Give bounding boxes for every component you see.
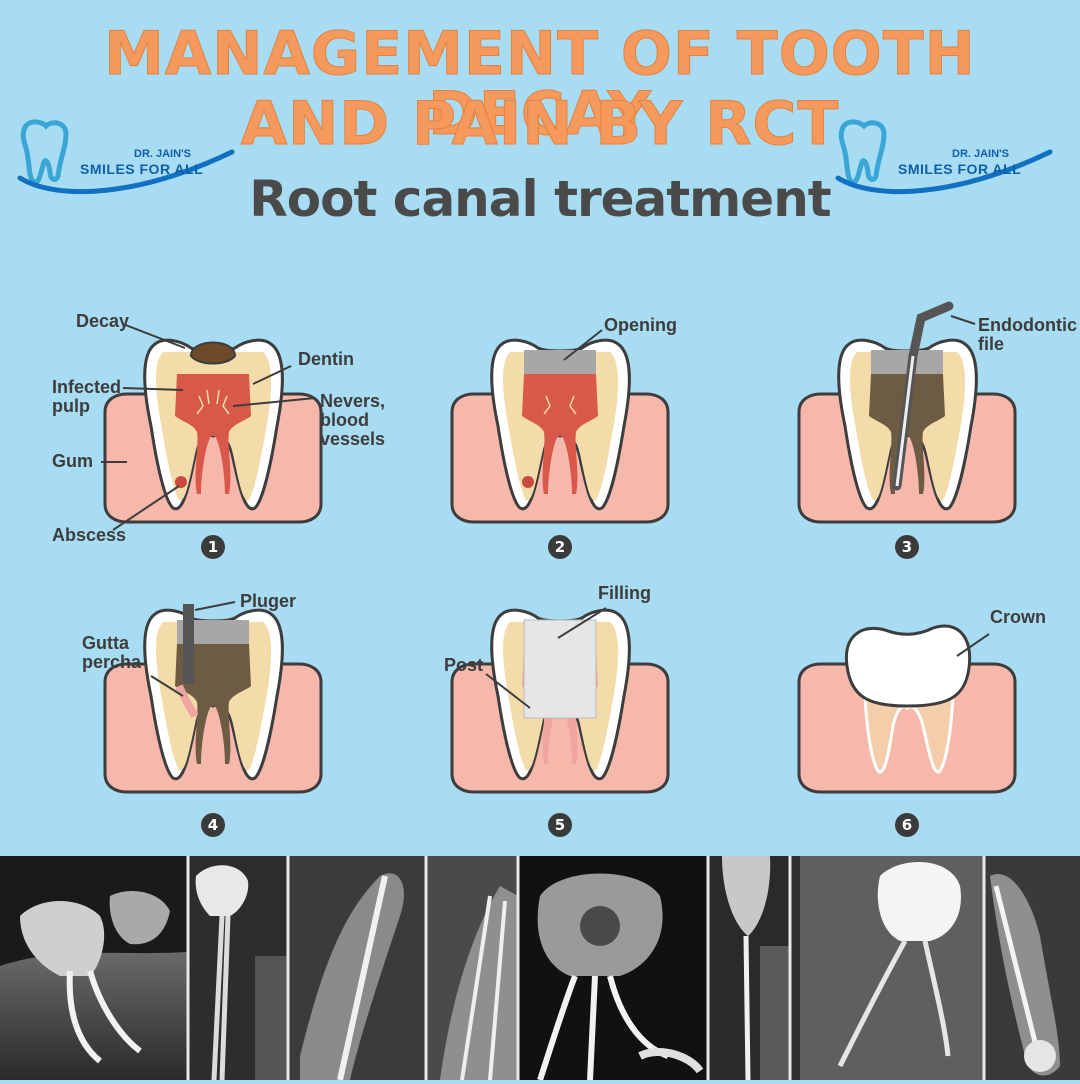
label-gutta-percha: Gutta percha	[82, 633, 142, 672]
xray-panel-1	[0, 856, 188, 1080]
label-gum: Gum	[52, 451, 94, 471]
xray-panel-5	[518, 856, 708, 1081]
label-endodontic-file: Endodontic file	[978, 315, 1077, 354]
step-1-illustration	[101, 323, 323, 531]
logo-right: DR. JAIN'S SMILES FOR ALL	[834, 118, 1054, 198]
label-nerves-blood-vessels: Nevers, blood vessels	[320, 391, 386, 449]
logo-left: DR. JAIN'S SMILES FOR ALL	[16, 118, 236, 198]
label-dentin: Dentin	[298, 349, 354, 369]
step-5-illustration	[450, 607, 670, 794]
xray-images	[0, 856, 1080, 1081]
label-pluger: Pluger	[240, 591, 297, 611]
xray-panel-8	[984, 856, 1080, 1080]
logo-main-text: SMILES FOR ALL	[80, 161, 204, 177]
step-6-illustration	[797, 624, 1017, 794]
xray-panel-6	[708, 856, 790, 1081]
step-number-1: 1	[201, 535, 225, 559]
title-line-1: MANAGEMENT OF TOOTH DECAY	[104, 19, 976, 149]
step-number-6: 6	[895, 813, 919, 837]
label-post: Post	[444, 655, 484, 675]
title-line-2: AND PAIN BY RCT	[240, 89, 840, 159]
step-3-illustration	[797, 301, 1017, 524]
logo-main-text: SMILES FOR ALL	[898, 161, 1022, 177]
xray-panel-7	[790, 856, 984, 1080]
step-2-illustration	[450, 329, 670, 524]
label-decay: Decay	[76, 311, 130, 331]
xray-panel-4	[426, 856, 518, 1081]
subtitle: Root canal treatment	[249, 170, 831, 228]
logo-small-text: DR. JAIN'S	[134, 148, 192, 160]
label-abscess: Abscess	[52, 525, 127, 545]
step-4-illustration	[103, 601, 323, 794]
step-number-5: 5	[548, 813, 572, 837]
tooth-swoosh-icon	[835, 119, 1053, 195]
label-infected-pulp: Infected pulp	[52, 377, 122, 416]
step-number-3: 3	[895, 535, 919, 559]
tooth-swoosh-icon	[17, 119, 235, 195]
xray-strip	[0, 856, 1080, 1081]
label-filling: Filling	[598, 583, 651, 603]
xray-panel-3	[288, 856, 426, 1081]
label-opening: Opening	[604, 315, 677, 335]
logo-small-text: DR. JAIN'S	[952, 148, 1010, 160]
xray-panel-2	[188, 856, 288, 1081]
step-number-2: 2	[548, 535, 572, 559]
rct-diagram	[101, 301, 1017, 794]
step-number-4: 4	[201, 813, 225, 837]
label-crown: Crown	[990, 607, 1046, 627]
